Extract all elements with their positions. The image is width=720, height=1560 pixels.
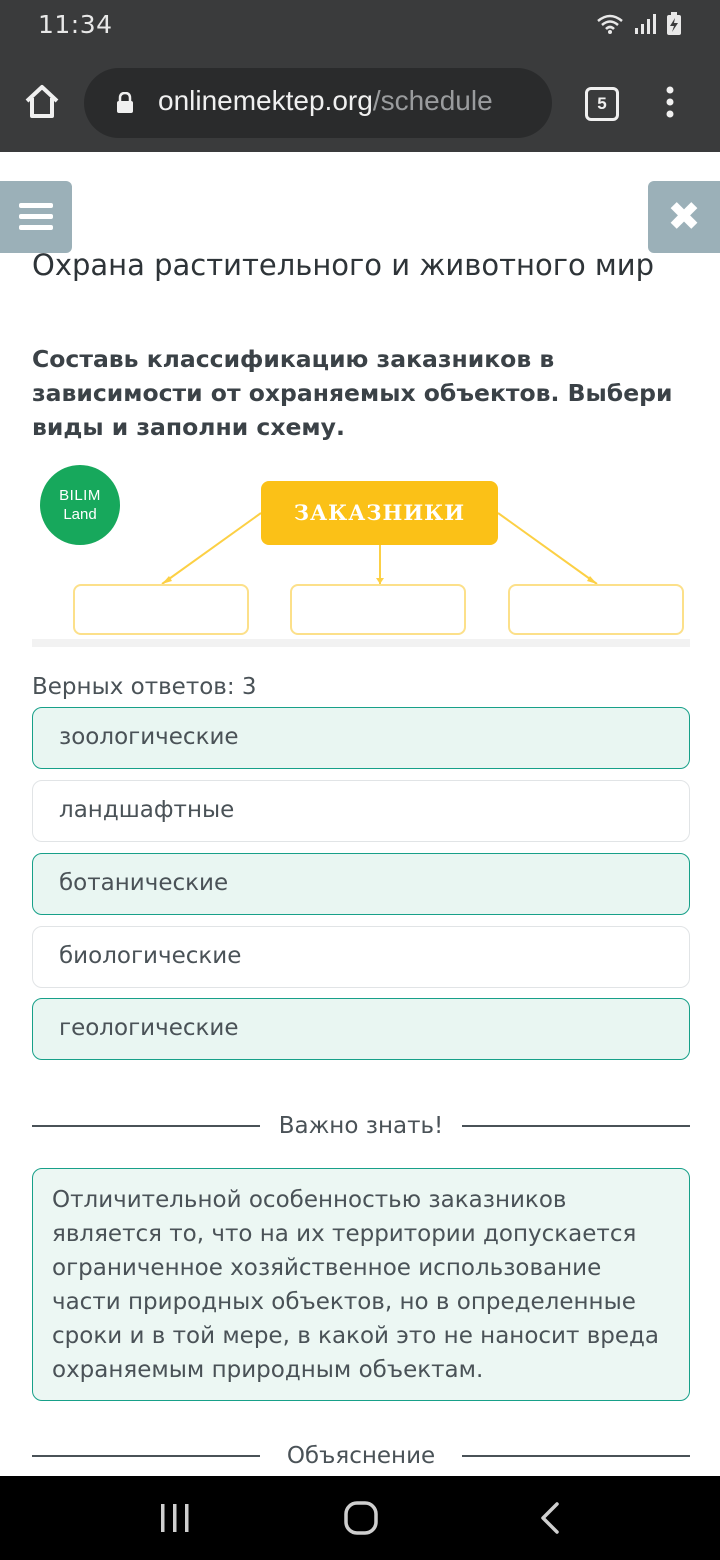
diagram-footer-strip [32, 639, 690, 647]
bilimland-logo: BILIM Land [40, 465, 120, 545]
correct-answers-count: Верных ответов: 3 [32, 674, 257, 700]
explanation-heading[interactable]: Объяснение [286, 1443, 436, 1469]
lock-icon [117, 92, 133, 113]
important-text: Отличительной особенностью заказников яв… [52, 1187, 660, 1383]
system-nav-bar [0, 1476, 720, 1560]
logo-line-1: BILIM [59, 487, 101, 504]
answer-option[interactable]: биологические [32, 926, 690, 988]
page-content: ✖ Охрана растительного и животного мир С… [0, 152, 720, 1476]
answer-option[interactable]: зоологические [32, 707, 690, 769]
address-bar[interactable]: onlinemektep.org/schedule [84, 68, 552, 138]
status-time: 11:34 [38, 10, 113, 39]
url-text: onlinemektep.org/schedule [158, 85, 493, 117]
hamburger-icon [19, 225, 53, 230]
answer-option[interactable]: ботанические [32, 853, 690, 915]
signal-icon [635, 14, 656, 34]
tabs-button[interactable]: 5 [585, 87, 619, 121]
classification-diagram: BILIM Land ЗАКАЗНИКИ [32, 457, 690, 647]
close-icon: ✖ [667, 194, 701, 240]
divider-line [32, 1455, 260, 1457]
more-options-icon[interactable] [664, 85, 676, 119]
hamburger-icon [19, 214, 53, 219]
battery-charging-icon [667, 12, 681, 35]
url-path: /schedule [372, 85, 493, 116]
logo-line-2: Land [63, 506, 97, 523]
important-info-box: Отличительной особенностью заказников яв… [32, 1168, 690, 1401]
page-title: Охрана растительного и животного мир [32, 248, 655, 282]
diagram-slot-3[interactable] [508, 584, 684, 635]
question-text: Составь классификацию заказников в завис… [32, 345, 673, 441]
recent-apps-icon[interactable] [158, 1501, 192, 1535]
diagram-slot-2[interactable] [290, 584, 466, 635]
important-divider: Важно знать! [32, 1108, 690, 1144]
divider-line [462, 1125, 690, 1127]
wifi-icon [597, 14, 623, 34]
browser-toolbar: onlinemektep.org/schedule 5 [0, 52, 720, 152]
close-button[interactable]: ✖ [648, 181, 720, 253]
status-bar: 11:34 [0, 0, 720, 52]
divider-line [462, 1455, 690, 1457]
important-heading: Важно знать! [278, 1113, 444, 1139]
back-icon[interactable] [538, 1501, 562, 1535]
divider-line [32, 1125, 260, 1127]
status-icons [596, 12, 682, 36]
diagram-connectors [161, 512, 598, 585]
menu-button[interactable] [0, 181, 72, 253]
diagram-slot-1[interactable] [73, 584, 249, 635]
url-host: onlinemektep.org [158, 85, 373, 116]
home-nav-icon[interactable] [343, 1500, 379, 1536]
home-icon[interactable] [22, 82, 62, 122]
diagram-main-node: ЗАКАЗНИКИ [261, 481, 498, 545]
hamburger-icon [19, 203, 53, 208]
answer-option[interactable]: ландшафтные [32, 780, 690, 842]
answer-option[interactable]: геологические [32, 998, 690, 1060]
explanation-divider: Объяснение [32, 1438, 690, 1474]
